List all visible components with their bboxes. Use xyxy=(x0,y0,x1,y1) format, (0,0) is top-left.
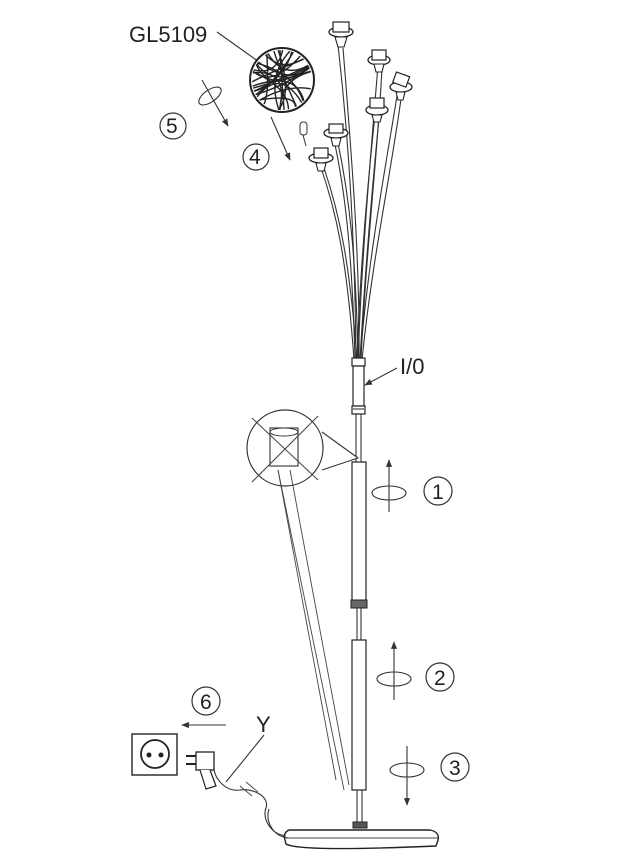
step-6-callout: 6 xyxy=(191,686,221,716)
rotate-arrow-icon xyxy=(389,746,425,806)
wire-ball-shade-icon xyxy=(249,47,315,113)
step-4-callout: 4 xyxy=(242,143,270,171)
plug-icon xyxy=(186,751,217,790)
wire-strand xyxy=(252,71,290,110)
wire-strand xyxy=(253,65,309,92)
lamp-holder xyxy=(308,147,334,172)
lamp-head xyxy=(308,21,413,361)
step-5-callout: 5 xyxy=(159,112,187,140)
down-arrow-icon xyxy=(270,116,291,161)
wire-strand xyxy=(255,64,310,82)
lamp-base xyxy=(283,821,440,850)
detail-magnifier xyxy=(246,409,360,791)
step-number: 4 xyxy=(249,146,261,169)
wire-strand xyxy=(252,70,311,89)
step-number: 2 xyxy=(434,667,446,690)
wire-strand xyxy=(253,49,284,72)
step-number: 1 xyxy=(432,481,444,504)
wire-strand xyxy=(259,87,311,101)
wire-strand xyxy=(274,50,291,111)
step-1-callout: 1 xyxy=(423,476,453,506)
wire-strand xyxy=(273,50,298,107)
switch-pointer xyxy=(364,367,398,386)
switch-housing xyxy=(351,357,366,415)
wire-strand xyxy=(264,54,304,66)
model-label: GL5109 xyxy=(129,22,207,47)
lamp-holder xyxy=(323,123,349,147)
lamp-holder xyxy=(328,21,354,48)
step-3-callout: 3 xyxy=(440,752,470,782)
step-number: 6 xyxy=(200,691,212,714)
step-number: 3 xyxy=(449,757,461,780)
wire-strand xyxy=(263,54,269,105)
lamp-holder xyxy=(367,49,391,73)
rotate-arrow-icon xyxy=(376,641,412,700)
switch-label: I/0 xyxy=(400,354,424,379)
wire-strand xyxy=(256,63,310,78)
lamp-holder xyxy=(389,71,413,101)
step-2-callout: 2 xyxy=(425,662,455,692)
wall-socket-icon xyxy=(131,733,178,776)
power-cable xyxy=(213,769,287,837)
lamp-holder xyxy=(365,97,389,123)
bulb-icon xyxy=(299,121,308,147)
rotate-arrow-icon xyxy=(371,459,407,512)
step-number: 5 xyxy=(166,115,178,138)
wire-strand xyxy=(279,50,285,110)
cable-label: Y xyxy=(256,712,271,737)
upper-rod xyxy=(350,461,368,609)
wire-strand xyxy=(256,62,304,102)
middle-rod xyxy=(351,639,367,791)
rotate-arrow-icon xyxy=(198,79,229,127)
